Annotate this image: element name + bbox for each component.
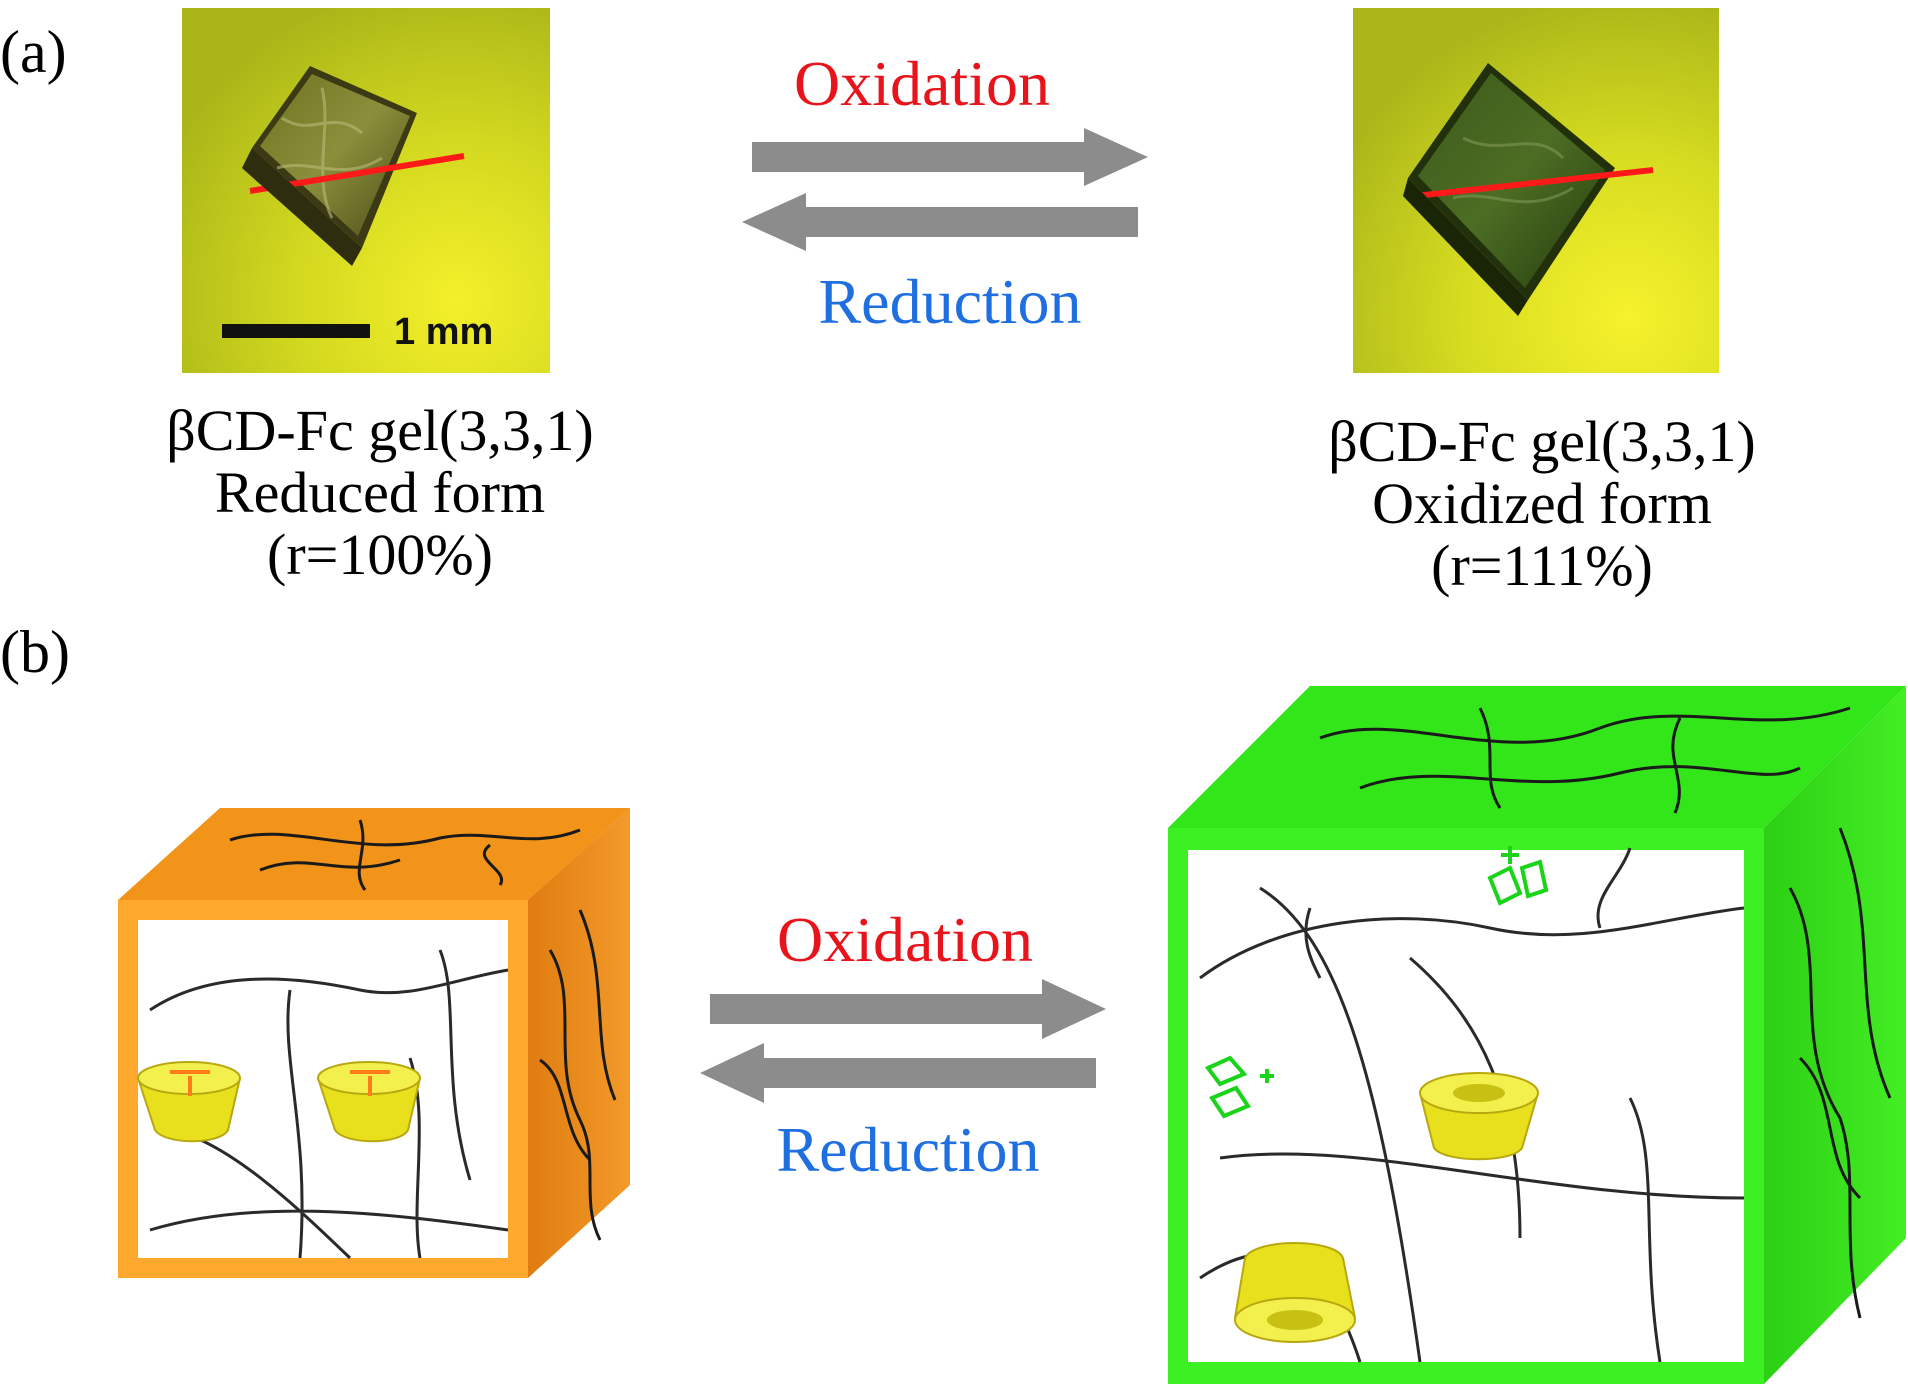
reduction-label-a: Reduction — [760, 270, 1140, 334]
oxidation-label-a: Oxidation — [752, 52, 1092, 116]
reduced-gel-cube — [110, 800, 630, 1310]
oxidized-gel-cube — [1160, 678, 1906, 1394]
cyclodextrin-ring — [1235, 1243, 1355, 1342]
caption-line: βCD-Fc gel(3,3,1) — [1262, 411, 1822, 473]
oxidized-form-caption: βCD-Fc gel(3,3,1) Oxidized form (r=111%) — [1262, 411, 1822, 597]
forward-arrow-b — [708, 979, 1108, 1039]
scale-bar-label: 1 mm — [394, 311, 493, 353]
oxidized-gel-photo — [1353, 8, 1719, 373]
panel-a-label: (a) — [0, 22, 67, 82]
oxidation-label-b: Oxidation — [735, 908, 1075, 972]
caption-line: Oxidized form — [1262, 473, 1822, 535]
forward-arrow-a — [750, 128, 1150, 188]
reduced-gel-photo: 1 mm — [182, 8, 550, 373]
panel-b-label: (b) — [0, 622, 70, 682]
caption-line: (r=111%) — [1262, 535, 1822, 597]
reduced-form-caption: βCD-Fc gel(3,3,1) Reduced form (r=100%) — [100, 400, 660, 586]
reduction-label-b: Reduction — [718, 1118, 1098, 1182]
reverse-arrow-a — [740, 193, 1140, 253]
scale-bar — [222, 324, 370, 338]
caption-line: (r=100%) — [100, 524, 660, 586]
caption-line: Reduced form — [100, 462, 660, 524]
reverse-arrow-b — [698, 1043, 1098, 1103]
caption-line: βCD-Fc gel(3,3,1) — [100, 400, 660, 462]
cyclodextrin-ring — [1420, 1073, 1538, 1159]
